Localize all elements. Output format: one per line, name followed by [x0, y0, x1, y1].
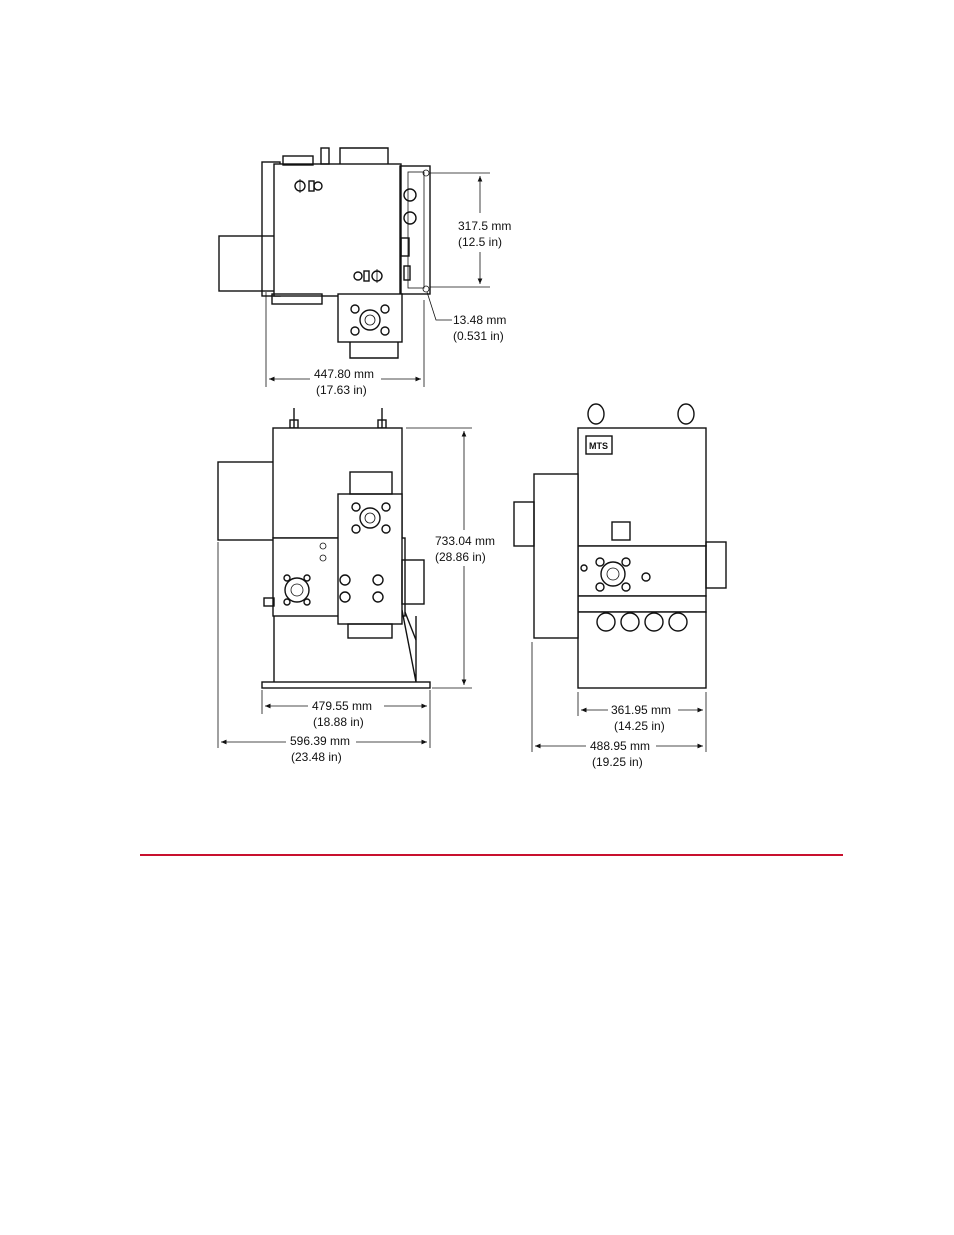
- side-overall-width-mm: 488.95 mm: [590, 739, 650, 753]
- top-view: [219, 148, 430, 358]
- top-offset-in: (0.531 in): [453, 329, 504, 343]
- front-overall-width-in: (23.48 in): [291, 750, 342, 764]
- front-height-in: (28.86 in): [435, 550, 486, 564]
- front-view: [218, 408, 430, 688]
- side-overall-width-in: (19.25 in): [592, 755, 643, 769]
- front-base-width-mm: 479.55 mm: [312, 699, 372, 713]
- side-base-width-mm: 361.95 mm: [611, 703, 671, 717]
- top-offset-mm: 13.48 mm: [453, 313, 506, 327]
- side-base-width-in: (14.25 in): [614, 719, 665, 733]
- top-height-mm: 317.5 mm: [458, 219, 511, 233]
- top-height-in: (12.5 in): [458, 235, 502, 249]
- section-divider: [140, 854, 843, 856]
- front-base-width-in: (18.88 in): [313, 715, 364, 729]
- side-view: MTS: [514, 404, 726, 688]
- front-height-mm: 733.04 mm: [435, 534, 495, 548]
- front-overall-width-mm: 596.39 mm: [290, 734, 350, 748]
- svg-text:MTS: MTS: [589, 441, 608, 451]
- top-width-mm: 447.80 mm: [314, 367, 374, 381]
- top-width-in: (17.63 in): [316, 383, 367, 397]
